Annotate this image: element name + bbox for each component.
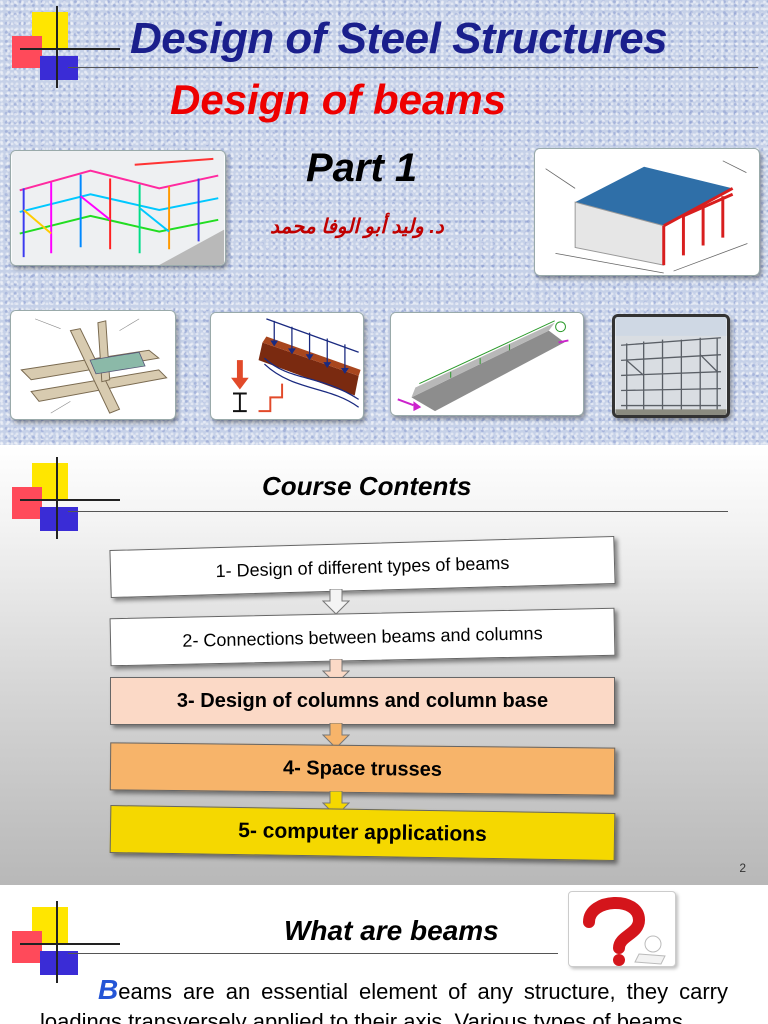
decor-logo — [12, 6, 122, 112]
down-arrow-icon — [322, 589, 350, 615]
slide-subtitle: Design of beams — [170, 76, 507, 123]
course-contents-title: Course Contents — [262, 471, 472, 501]
title-rule — [68, 953, 558, 954]
contents-item-label: 1- Design of different types of beams — [215, 552, 510, 581]
contents-item-label: 5- computer applications — [238, 819, 487, 846]
steel-frame-image — [10, 150, 226, 266]
contents-item-1: 1- Design of different types of beams — [109, 535, 616, 599]
title-rule — [68, 67, 758, 68]
drop-cap: B — [98, 974, 119, 1005]
title-slide: Design of Steel Structures Design of bea… — [0, 0, 768, 445]
part-label: Part 1 — [306, 146, 418, 190]
contents-item-5: 5- computer applications — [109, 805, 616, 861]
body-text: eams are an essential element of any str… — [40, 979, 728, 1024]
contents-item-4: 4- Space trusses — [109, 742, 616, 796]
contents-item-label: 4- Space trusses — [282, 756, 443, 781]
down-arrow-icon — [322, 723, 350, 749]
title-rule — [68, 511, 728, 512]
course-contents-slide: Course Contents 1- Design of different t… — [0, 445, 768, 885]
contents-item-2: 2- Connections between beams and columns — [109, 607, 616, 667]
loaded-beam-image — [210, 312, 364, 420]
body-paragraph: Beams are an essential element of any st… — [40, 975, 728, 1024]
contents-item-label: 2- Connections between beams and columns — [182, 622, 543, 651]
warehouse-image — [534, 148, 760, 276]
buckled-beam-image — [390, 312, 584, 416]
author-name: د. وليد أبو الوفا محمد — [270, 216, 444, 238]
section-title: What are beams — [284, 915, 499, 946]
beam-detail-image — [10, 310, 176, 420]
question-mark-image — [568, 891, 676, 967]
contents-item-label: 3- Design of columns and column base — [176, 689, 549, 712]
decor-logo — [12, 901, 122, 1007]
page-number: 2 — [739, 861, 746, 875]
building-frame-image — [612, 314, 730, 418]
contents-item-3: 3- Design of columns and column base — [110, 677, 615, 725]
what-are-beams-slide: What are beams Beams are an essential el… — [0, 885, 768, 1024]
slide-title: Design of Steel Structures — [130, 14, 668, 63]
decor-logo — [12, 457, 122, 563]
